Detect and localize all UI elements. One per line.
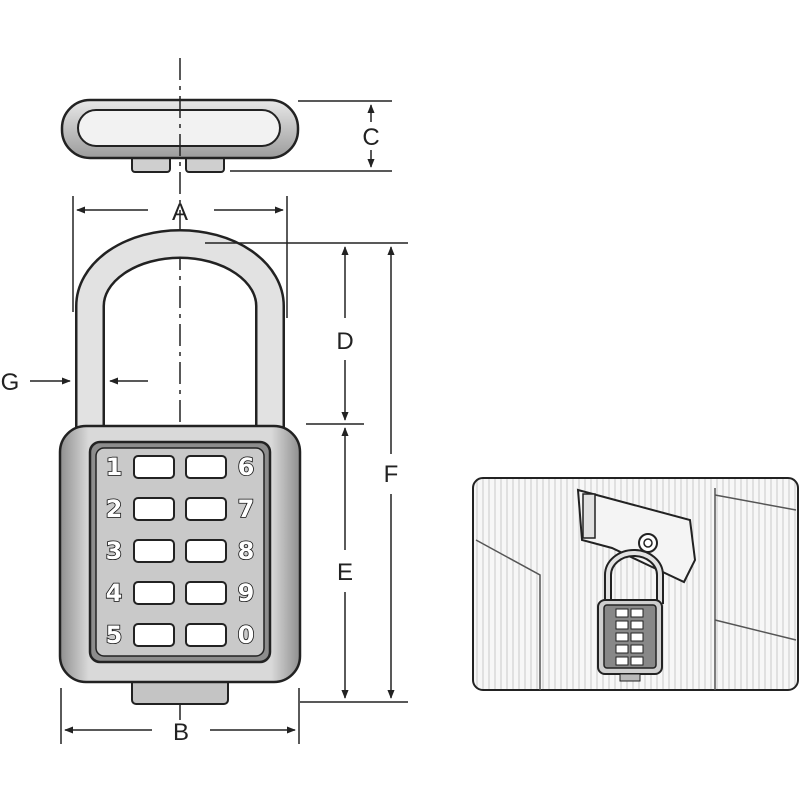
dimension-b: B <box>60 688 300 746</box>
dimension-label-c: C <box>362 124 379 151</box>
hasp-plate <box>576 488 697 584</box>
key-label-0: 0 <box>238 621 255 649</box>
dimension-e: E <box>337 427 353 699</box>
dimension-f: F <box>384 246 399 699</box>
mini-padlock <box>597 599 663 682</box>
key-button[interactable] <box>133 455 175 479</box>
shackle <box>75 229 285 430</box>
key-button[interactable] <box>133 581 175 605</box>
key-label-8: 8 <box>238 537 255 565</box>
padlock-body <box>58 424 302 705</box>
key-button[interactable] <box>185 581 227 605</box>
dimension-label-b: B <box>173 719 189 746</box>
dimension-label-e: E <box>337 559 353 586</box>
key-label-1: 1 <box>106 453 123 481</box>
key-button[interactable] <box>133 497 175 521</box>
key-label-7: 7 <box>238 495 255 523</box>
keypad: 1 6 2 7 3 8 4 9 5 0 <box>105 452 255 650</box>
dimension-c: C <box>230 100 392 172</box>
key-button[interactable] <box>185 539 227 563</box>
key-label-6: 6 <box>238 453 255 481</box>
key-button[interactable] <box>133 539 175 563</box>
key-label-3: 3 <box>106 537 123 565</box>
dimension-d: D <box>336 246 354 421</box>
usage-inset <box>472 477 799 691</box>
key-label-2: 2 <box>106 495 123 523</box>
key-button[interactable] <box>133 623 175 647</box>
key-button[interactable] <box>185 497 227 521</box>
dimension-label-f: F <box>384 461 399 488</box>
dimension-g: G <box>1 369 148 396</box>
dimension-a: A <box>72 196 288 318</box>
key-button[interactable] <box>185 623 227 647</box>
dimension-label-d: D <box>336 328 353 355</box>
dimension-label-g: G <box>1 369 20 396</box>
key-button[interactable] <box>185 455 227 479</box>
key-label-9: 9 <box>238 579 255 607</box>
padlock-top-view <box>60 98 300 173</box>
dimension-label-a: A <box>172 199 188 226</box>
key-label-4: 4 <box>106 579 123 607</box>
key-label-5: 5 <box>106 621 123 649</box>
dimension-reference-lines <box>205 242 408 703</box>
